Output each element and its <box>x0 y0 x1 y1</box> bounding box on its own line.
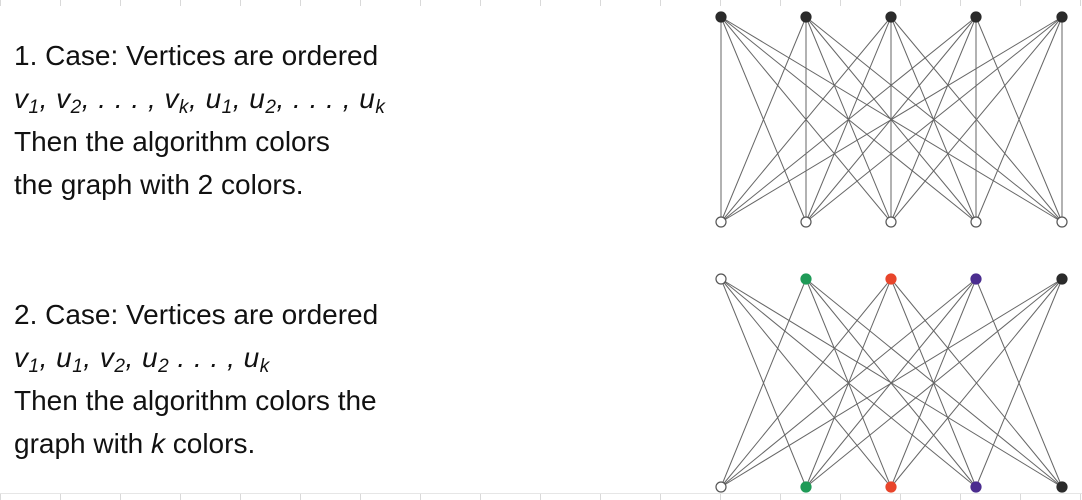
graph-edge <box>890 16 1063 223</box>
bottom-vertex <box>715 216 727 228</box>
vertex-separator: , <box>39 83 57 114</box>
vertex-separator: , <box>232 83 250 114</box>
vertex-subscript: 2 <box>158 356 170 377</box>
top-vertex <box>715 11 727 23</box>
bottom-ruler <box>0 493 1082 500</box>
case-2-result-pre: graph with <box>14 428 151 459</box>
vertex-symbol: u <box>249 83 266 114</box>
graph-edge <box>720 16 1063 223</box>
bottom-vertex <box>800 481 812 493</box>
bottom-vertex <box>715 481 727 493</box>
graph-edge <box>890 278 1063 488</box>
graph-edge <box>720 16 977 223</box>
case-2-vertex-order: v1, u1, v2, u2 . . . , uk <box>14 336 378 379</box>
bottom-vertex <box>885 216 897 228</box>
bottom-vertex <box>1056 216 1068 228</box>
vertex-symbol: u <box>142 342 159 373</box>
case-2-result-line-1: Then the algorithm colors the <box>14 385 377 416</box>
vertex-symbol: u <box>243 342 260 373</box>
case-1-text: 1. Case: Vertices are ordered v1, v2, . … <box>14 34 385 206</box>
vertex-separator: , <box>189 83 206 114</box>
case-2-result-variable: k <box>150 428 165 459</box>
top-vertex <box>800 11 812 23</box>
case-2-result-post: colors. <box>164 428 256 459</box>
vertex-subscript: k <box>179 97 190 118</box>
bottom-vertex <box>970 216 982 228</box>
vertex-subscript: 1 <box>221 97 233 118</box>
case-2-heading: 2. Case: Vertices are ordered <box>14 299 379 330</box>
vertex-subscript: k <box>375 97 386 118</box>
vertex-subscript: 1 <box>28 97 40 118</box>
graph-edge <box>720 278 892 488</box>
top-vertex <box>1056 273 1068 285</box>
vertex-symbol: v <box>56 83 71 114</box>
graph-edge <box>720 278 977 488</box>
graph-edge <box>805 278 1063 488</box>
graph-edge <box>975 278 1063 488</box>
vertex-separator: , <box>83 342 100 373</box>
graph-edge <box>720 278 1063 488</box>
bottom-vertex <box>970 481 982 493</box>
vertex-symbol: u <box>56 342 73 373</box>
top-ruler <box>0 0 1082 6</box>
vertex-subscript: 1 <box>72 356 84 377</box>
vertex-symbol: v <box>14 342 29 373</box>
vertex-subscript: 1 <box>28 356 40 377</box>
vertex-symbol: v <box>99 342 115 373</box>
vertex-separator: , <box>125 342 142 373</box>
top-vertex <box>970 273 982 285</box>
case-2-result-line-2: graph with k colors. <box>14 422 378 465</box>
graph-case-1 <box>715 11 1068 228</box>
bottom-vertex <box>885 481 897 493</box>
case-1-result-line-2: the graph with 2 colors. <box>14 169 304 200</box>
vertex-symbol: v <box>164 83 180 114</box>
top-vertex <box>1056 11 1068 23</box>
vertex-separator: , . . . , <box>81 83 165 114</box>
vertex-subscript: 2 <box>70 97 82 118</box>
vertex-symbol: u <box>205 83 222 114</box>
bottom-vertex <box>1056 481 1068 493</box>
graph-edge <box>720 16 807 223</box>
vertex-separator: . . . , <box>169 342 244 373</box>
top-vertex <box>800 273 812 285</box>
top-vertex <box>715 273 727 285</box>
top-vertex <box>885 273 897 285</box>
vertex-subscript: k <box>259 356 270 377</box>
vertex-symbol: u <box>359 83 376 114</box>
vertex-subscript: 2 <box>265 97 277 118</box>
case-1-heading: 1. Case: Vertices are ordered <box>14 40 379 71</box>
vertex-subscript: 2 <box>114 356 126 377</box>
vertex-separator: , <box>39 342 57 373</box>
vertex-symbol: v <box>14 83 29 114</box>
case-1-result-line-1: Then the algorithm colors <box>14 126 330 157</box>
vertex-separator: , . . . , <box>276 83 360 114</box>
graph-edge <box>805 16 1063 223</box>
graph-edge <box>975 16 1063 223</box>
graph-edge <box>720 278 807 488</box>
case-2-text: 2. Case: Vertices are ordered v1, u1, v2… <box>14 293 378 465</box>
top-vertex <box>885 11 897 23</box>
graph-case-2 <box>715 273 1068 493</box>
graph-edge <box>720 16 892 223</box>
case-1-vertex-order: v1, v2, . . . , vk, u1, u2, . . . , uk <box>14 77 385 120</box>
bottom-vertex <box>800 216 812 228</box>
top-vertex <box>970 11 982 23</box>
